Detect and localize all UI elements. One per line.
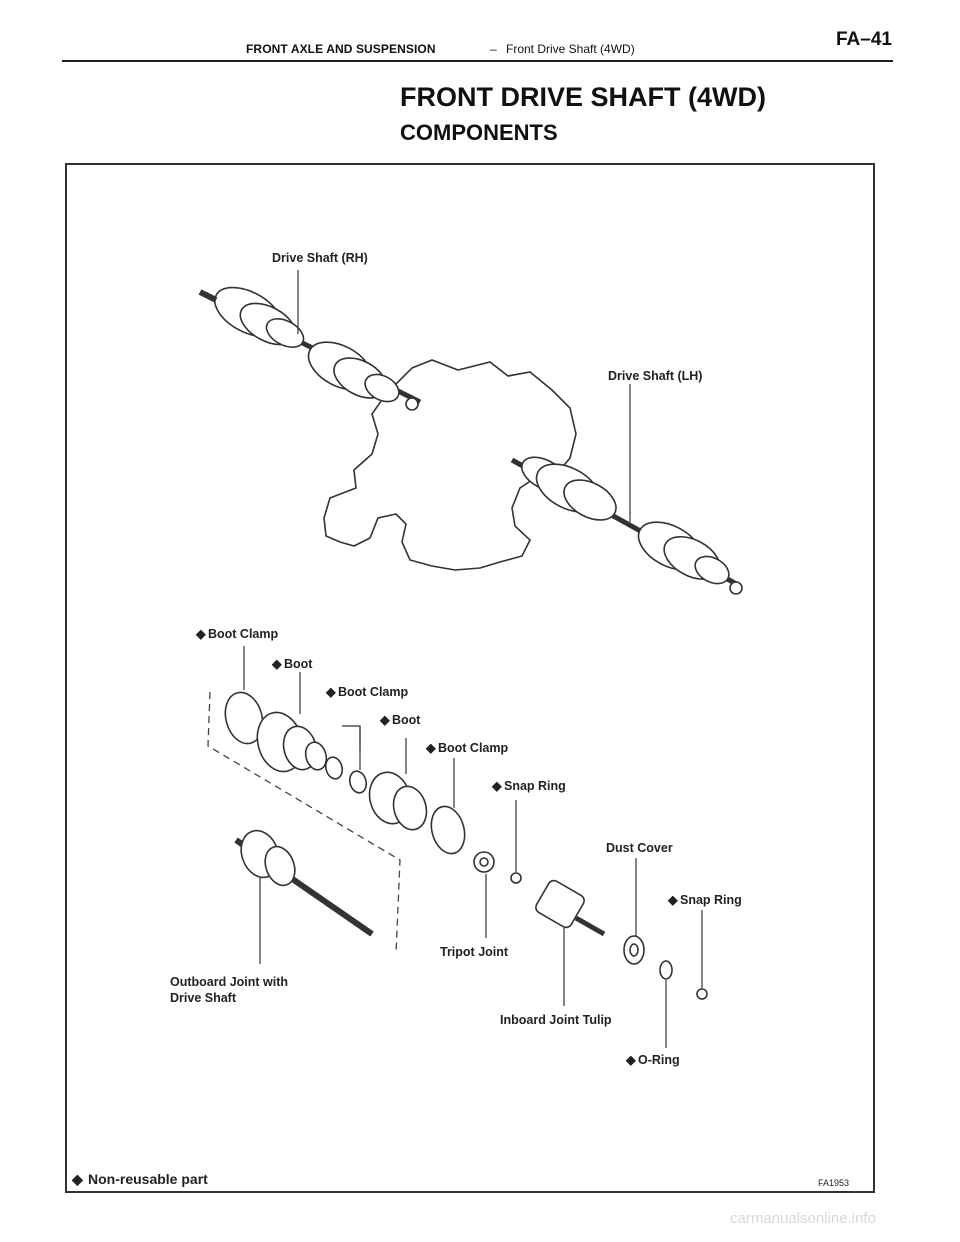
components-diagram: Drive Shaft (RH) Drive Shaft (LH) ◆ Boot… <box>65 163 875 1193</box>
label-drive-shaft-lh: Drive Shaft (LH) <box>608 369 702 383</box>
watermark: carmanualsonline.info <box>730 1210 876 1227</box>
header-separator: – <box>490 42 497 56</box>
non-reusable-diamond-icon: ◆ <box>325 685 337 699</box>
leader-lines <box>243 270 703 1048</box>
label-tripot-joint: Tripot Joint <box>440 945 509 959</box>
non-reusable-diamond-icon: ◆ <box>271 657 283 671</box>
legend: ◆ Non-reusable part <box>71 1171 208 1187</box>
non-reusable-diamond-icon: ◆ <box>425 741 437 755</box>
label-boot-1: ◆ Boot <box>271 657 313 671</box>
label-o-ring: ◆ O-Ring <box>625 1053 680 1067</box>
transmission-outline <box>323 359 577 571</box>
drive-shaft-lh-drawing <box>510 456 743 595</box>
svg-text:O-Ring: O-Ring <box>638 1053 680 1067</box>
page-number: FA–41 <box>836 29 892 50</box>
svg-text:Snap Ring: Snap Ring <box>680 893 742 907</box>
svg-text:Boot: Boot <box>284 657 313 671</box>
label-boot-clamp-2: ◆ Boot Clamp <box>325 685 409 699</box>
page-subtitle: COMPONENTS <box>400 120 558 145</box>
label-snap-ring-1: ◆ Snap Ring <box>491 779 566 793</box>
legend-text: Non-reusable part <box>88 1171 208 1187</box>
header-rule <box>62 60 893 62</box>
svg-text:Boot Clamp: Boot Clamp <box>208 627 279 641</box>
non-reusable-diamond-icon: ◆ <box>667 893 679 907</box>
non-reusable-diamond-icon: ◆ <box>379 713 391 727</box>
label-dust-cover: Dust Cover <box>606 841 673 855</box>
svg-text:Snap Ring: Snap Ring <box>504 779 566 793</box>
label-outboard-joint-line2: Drive Shaft <box>170 991 237 1005</box>
non-reusable-diamond-icon: ◆ <box>195 627 207 641</box>
non-reusable-diamond-icon: ◆ <box>491 779 503 793</box>
label-boot-clamp-1: ◆ Boot Clamp <box>195 627 279 641</box>
non-reusable-diamond-icon: ◆ <box>625 1053 637 1067</box>
label-outboard-joint-line1: Outboard Joint with <box>170 975 288 989</box>
figure-frame <box>65 163 875 1193</box>
legend-diamond-icon: ◆ <box>71 1171 84 1187</box>
exploded-parts-drawing <box>224 691 708 1000</box>
label-snap-ring-2: ◆ Snap Ring <box>667 893 742 907</box>
label-drive-shaft-rh: Drive Shaft (RH) <box>272 251 368 265</box>
exploded-view-boundary <box>207 691 401 955</box>
drive-shaft-rh-drawing <box>198 286 422 411</box>
label-boot-2: ◆ Boot <box>379 713 421 727</box>
svg-text:Boot Clamp: Boot Clamp <box>338 685 409 699</box>
label-boot-clamp-3: ◆ Boot Clamp <box>425 741 509 755</box>
label-inboard-joint-tulip: Inboard Joint Tulip <box>500 1013 612 1027</box>
header-section-title: FRONT AXLE AND SUSPENSION <box>246 42 436 56</box>
svg-text:Boot: Boot <box>392 713 421 727</box>
page-title: FRONT DRIVE SHAFT (4WD) <box>400 82 766 112</box>
svg-text:Boot Clamp: Boot Clamp <box>438 741 509 755</box>
header-subsection-title: Front Drive Shaft (4WD) <box>506 42 635 56</box>
figure-code: FA1953 <box>818 1178 849 1188</box>
